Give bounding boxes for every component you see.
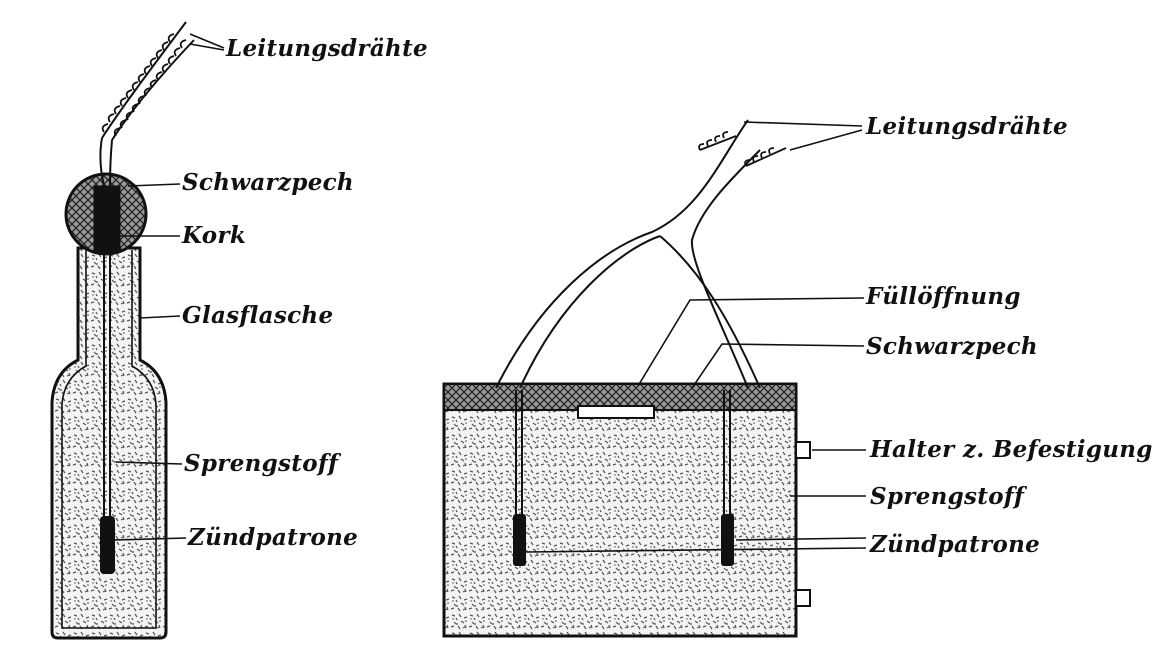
label-wires-right: Leitungsdrähte [865,113,1068,140]
bottle-charge-figure: Leitungsdrähte Schwarzpech Kork Glasflas… [50,21,428,640]
detonator-cartridge [100,516,115,574]
detonator-left [513,514,526,566]
holder-lug-bottom [795,589,811,607]
charge-box [442,382,798,638]
box-charge-figure: Leitungsdrähte Füllöffnung Schwarzpech H… [442,113,1153,638]
holder-lug-top [795,441,811,459]
label-pitch-right: Schwarzpech [866,333,1038,360]
label-cork: Kork [181,222,246,249]
lead-wires-box [495,119,761,389]
label-explosive-left: Sprengstoff [184,450,342,477]
label-detonator-right: Zündpatrone [869,531,1040,558]
label-pitch-left: Schwarzpech [182,169,354,196]
label-wires-left: Leitungsdrähte [225,35,428,62]
label-detonator-left: Zündpatrone [187,524,358,551]
cork [93,185,121,253]
label-bottle: Glasflasche [182,302,333,329]
label-explosive-right: Sprengstoff [870,483,1028,510]
label-filler: Füllöffnung [865,283,1021,310]
detonator-right [721,514,734,566]
label-holder: Halter z. Befestigung [869,436,1153,463]
lead-wires [99,21,195,187]
filling-opening [577,405,655,419]
